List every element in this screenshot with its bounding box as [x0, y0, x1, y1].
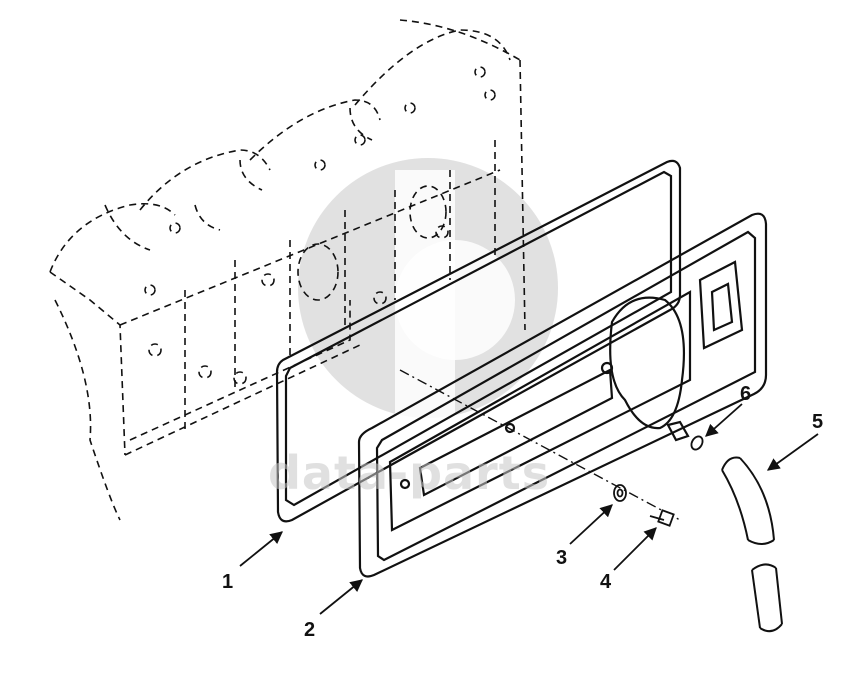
callout-5: 5	[812, 411, 824, 433]
leader-arrows	[239, 403, 819, 615]
leader-arrow-5	[766, 433, 819, 471]
callout-1: 1	[222, 571, 234, 593]
side-cover-part	[357, 212, 768, 578]
screw-part	[649, 509, 675, 527]
watermark-text: data-parts	[268, 446, 551, 500]
callout-4: 4	[600, 571, 612, 593]
washer-part	[613, 484, 627, 502]
callout-3: 3	[556, 547, 568, 569]
watermark-logo	[298, 158, 558, 420]
leader-arrow-1	[239, 531, 283, 567]
alignment-centerline	[399, 369, 681, 521]
leader-arrow-2	[319, 579, 363, 615]
breather-hose-part	[721, 456, 783, 633]
leader-arrow-4	[613, 527, 657, 571]
engine-block-outline	[49, 19, 526, 521]
callout-2: 2	[304, 619, 316, 641]
leader-arrow-3	[569, 504, 613, 545]
callout-6: 6	[740, 383, 752, 405]
o-ring-part	[690, 435, 704, 451]
leader-arrow-6	[705, 403, 743, 437]
gasket-part	[275, 159, 682, 523]
